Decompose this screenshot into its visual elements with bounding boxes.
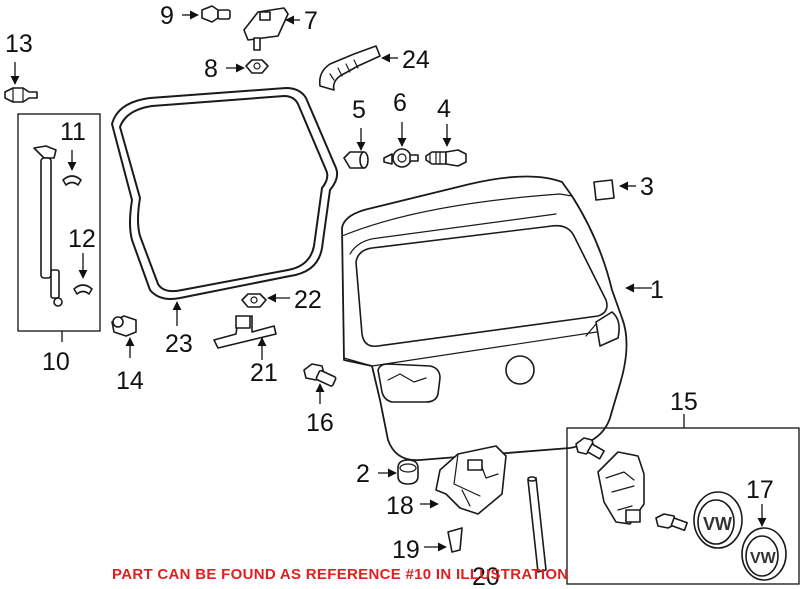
callout-21: 21 bbox=[250, 359, 278, 387]
part-2-bushing: 2 bbox=[356, 459, 419, 488]
callout-15: 15 bbox=[670, 388, 698, 416]
callout-5: 5 bbox=[352, 96, 366, 124]
reference-notice: PART CAN BE FOUND AS REFERENCE #10 IN IL… bbox=[112, 566, 568, 583]
part-5-bumper: 5 bbox=[343, 96, 369, 169]
callout-12: 12 bbox=[68, 225, 96, 253]
callout-22: 22 bbox=[294, 286, 322, 314]
part-16-bolt: 16 bbox=[303, 363, 337, 437]
part-21-bracket: 21 bbox=[213, 315, 278, 387]
callout-11: 11 bbox=[60, 118, 86, 146]
part-24-washer-hose: 24 bbox=[318, 45, 430, 91]
callout-23: 23 bbox=[165, 330, 193, 358]
callout-9: 9 bbox=[160, 2, 174, 30]
part-13-clip: 13 bbox=[4, 30, 38, 103]
callout-14: 14 bbox=[116, 367, 144, 395]
part-4-adjuster: 4 bbox=[425, 95, 467, 167]
part-9-bolt: 9 bbox=[160, 2, 231, 30]
part-20-rod bbox=[527, 476, 547, 573]
callout-1: 1 bbox=[650, 276, 664, 304]
callout-13: 13 bbox=[5, 30, 33, 58]
part-14-ball-stud: 14 bbox=[111, 315, 144, 395]
callout-8: 8 bbox=[204, 55, 218, 83]
callout-18: 18 bbox=[386, 492, 414, 520]
part-19-screw: 19 bbox=[392, 527, 463, 564]
part-10-gas-strut-assembly: 10 11 12 bbox=[17, 113, 101, 376]
callout-10: 10 bbox=[42, 348, 70, 376]
callout-4: 4 bbox=[437, 95, 451, 123]
part-8-nut: 8 bbox=[204, 55, 269, 83]
callout-17: 17 bbox=[746, 476, 774, 504]
part-23-weatherstrip: 23 bbox=[111, 87, 339, 358]
part-15-rear-handle-assembly: VW VW 15 17 bbox=[566, 388, 800, 585]
part-7-hinge: 7 bbox=[243, 7, 318, 51]
callout-6: 6 bbox=[393, 89, 407, 117]
callout-2: 2 bbox=[356, 460, 370, 488]
part-18-latch: 18 bbox=[386, 445, 507, 520]
callout-19: 19 bbox=[392, 536, 420, 564]
callout-20: 20 bbox=[472, 563, 500, 589]
callout-3: 3 bbox=[640, 173, 654, 201]
part-3-pad: 3 bbox=[593, 173, 654, 201]
callout-16: 16 bbox=[306, 409, 334, 437]
part-22-nut: 22 bbox=[241, 286, 322, 314]
part-1-liftgate: 1 bbox=[341, 175, 664, 462]
callout-7: 7 bbox=[304, 7, 318, 35]
part-6-grommet: 6 bbox=[383, 89, 419, 168]
callout-24: 24 bbox=[402, 46, 430, 74]
emblem-front-logo: VW bbox=[703, 514, 732, 534]
emblem-rear-logo: VW bbox=[750, 550, 777, 567]
